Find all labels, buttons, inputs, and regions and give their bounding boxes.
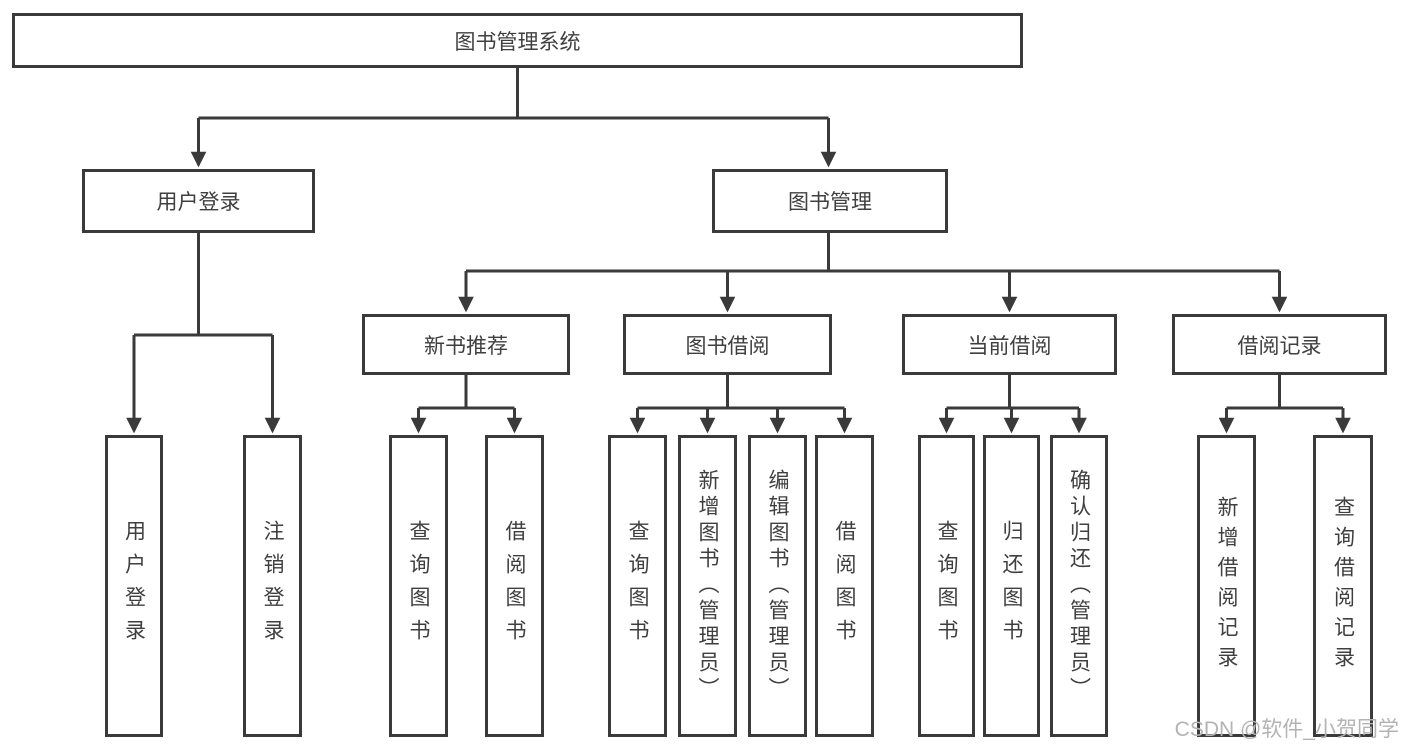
leaf-user-login-label: 用户登录 [122,520,146,652]
node-borrowing-records: 借阅记录 [1172,314,1387,375]
node-library-system-label: 图书管理系统 [454,30,581,54]
leaf-query-borrow-record-label: 查询借阅记录 [1331,496,1355,676]
node-book-borrowing-label: 图书借阅 [685,334,770,358]
leaf-edit-books-admin-label: 编辑图书（管理员） [766,469,789,703]
connector-records-split [1226,375,1343,410]
node-library-system: 图书管理系统 [12,13,1023,68]
connector-root-split [198,68,829,120]
node-current-borrowing-label: 当前借阅 [967,334,1052,358]
leaf-return-books-label: 归还图书 [1000,520,1023,652]
leaf-edit-books-admin: 编辑图书（管理员） [748,435,807,737]
leaf-add-books-admin-label: 新增图书（管理员） [696,469,719,703]
node-book-management: 图书管理 [712,169,948,233]
node-user-login-label: 用户登录 [156,191,241,214]
leaf-confirm-return-admin-label: 确认归还（管理员） [1067,469,1091,703]
connector-userlogin-split [134,233,273,337]
leaf-borrow-books-2-label: 借阅图书 [833,520,856,652]
leaf-query-borrow-record: 查询借阅记录 [1313,435,1373,737]
leaf-add-borrow-record-label: 新增借阅记录 [1215,496,1238,676]
leaf-query-books-3-label: 查询图书 [935,520,958,652]
leaf-query-books-2: 查询图书 [608,435,667,737]
leaf-borrow-books-2: 借阅图书 [815,435,874,737]
csdn-watermark: CSDN @软件_小贺同学 [1174,718,1399,741]
leaf-logout: 注销登录 [243,435,302,737]
leaf-confirm-return-admin: 确认归还（管理员） [1050,435,1108,737]
leaf-user-login: 用户登录 [105,435,163,737]
leaf-query-books-3: 查询图书 [918,435,975,737]
node-new-book-recommend: 新书推荐 [362,314,570,375]
connector-bookmgmt-split [466,233,1280,273]
leaf-borrow-books-1: 借阅图书 [485,435,544,737]
leaf-return-books: 归还图书 [983,435,1040,737]
node-borrowing-records-label: 借阅记录 [1237,334,1322,358]
leaf-add-borrow-record: 新增借阅记录 [1197,435,1256,737]
connector-newbook-split [418,375,515,410]
leaf-add-books-admin: 新增图书（管理员） [678,435,737,737]
leaf-query-books-2-label: 查询图书 [626,520,649,652]
leaf-logout-label: 注销登录 [261,520,284,652]
leaf-borrow-books-1-label: 借阅图书 [503,520,526,652]
leaf-query-books-1: 查询图书 [389,435,448,737]
leaf-query-books-1-label: 查询图书 [407,520,430,652]
node-book-borrowing: 图书借阅 [623,314,832,375]
connector-borrowing-split [637,375,845,410]
node-book-management-label: 图书管理 [788,191,872,214]
node-current-borrowing: 当前借阅 [902,314,1117,375]
node-new-book-recommend-label: 新书推荐 [424,334,508,358]
node-user-login: 用户登录 [82,169,315,233]
connector-current-split [946,375,1079,410]
